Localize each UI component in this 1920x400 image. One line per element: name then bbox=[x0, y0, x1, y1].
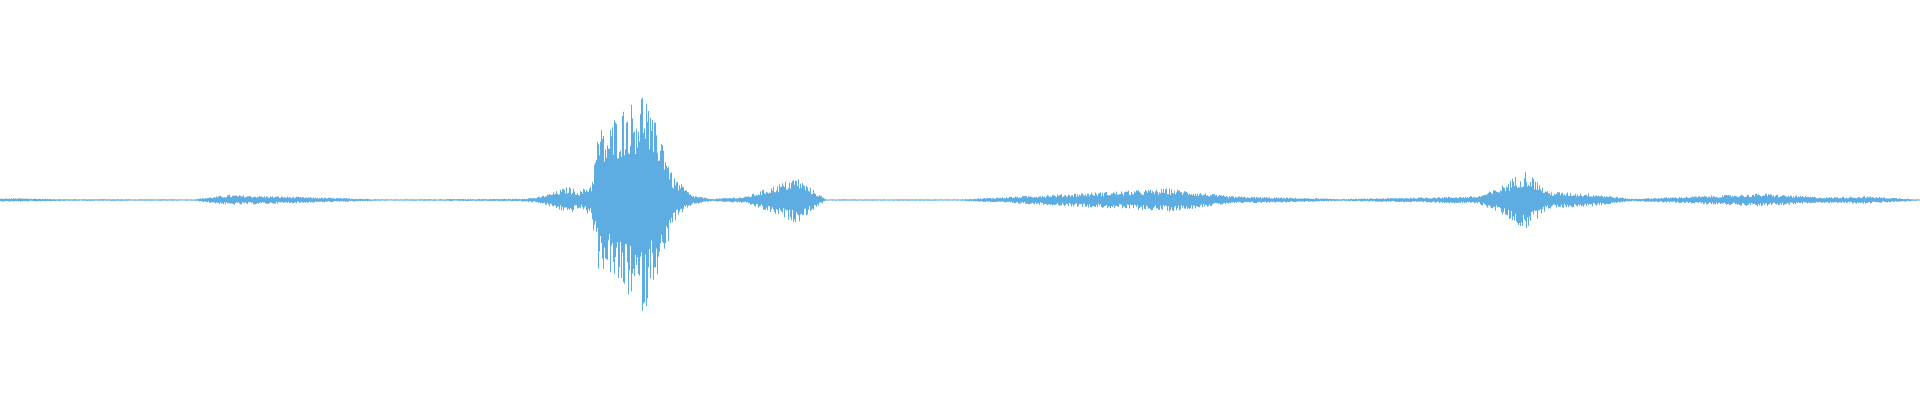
waveform-bars bbox=[0, 97, 1920, 311]
waveform-amplitude-path bbox=[0, 97, 1920, 311]
